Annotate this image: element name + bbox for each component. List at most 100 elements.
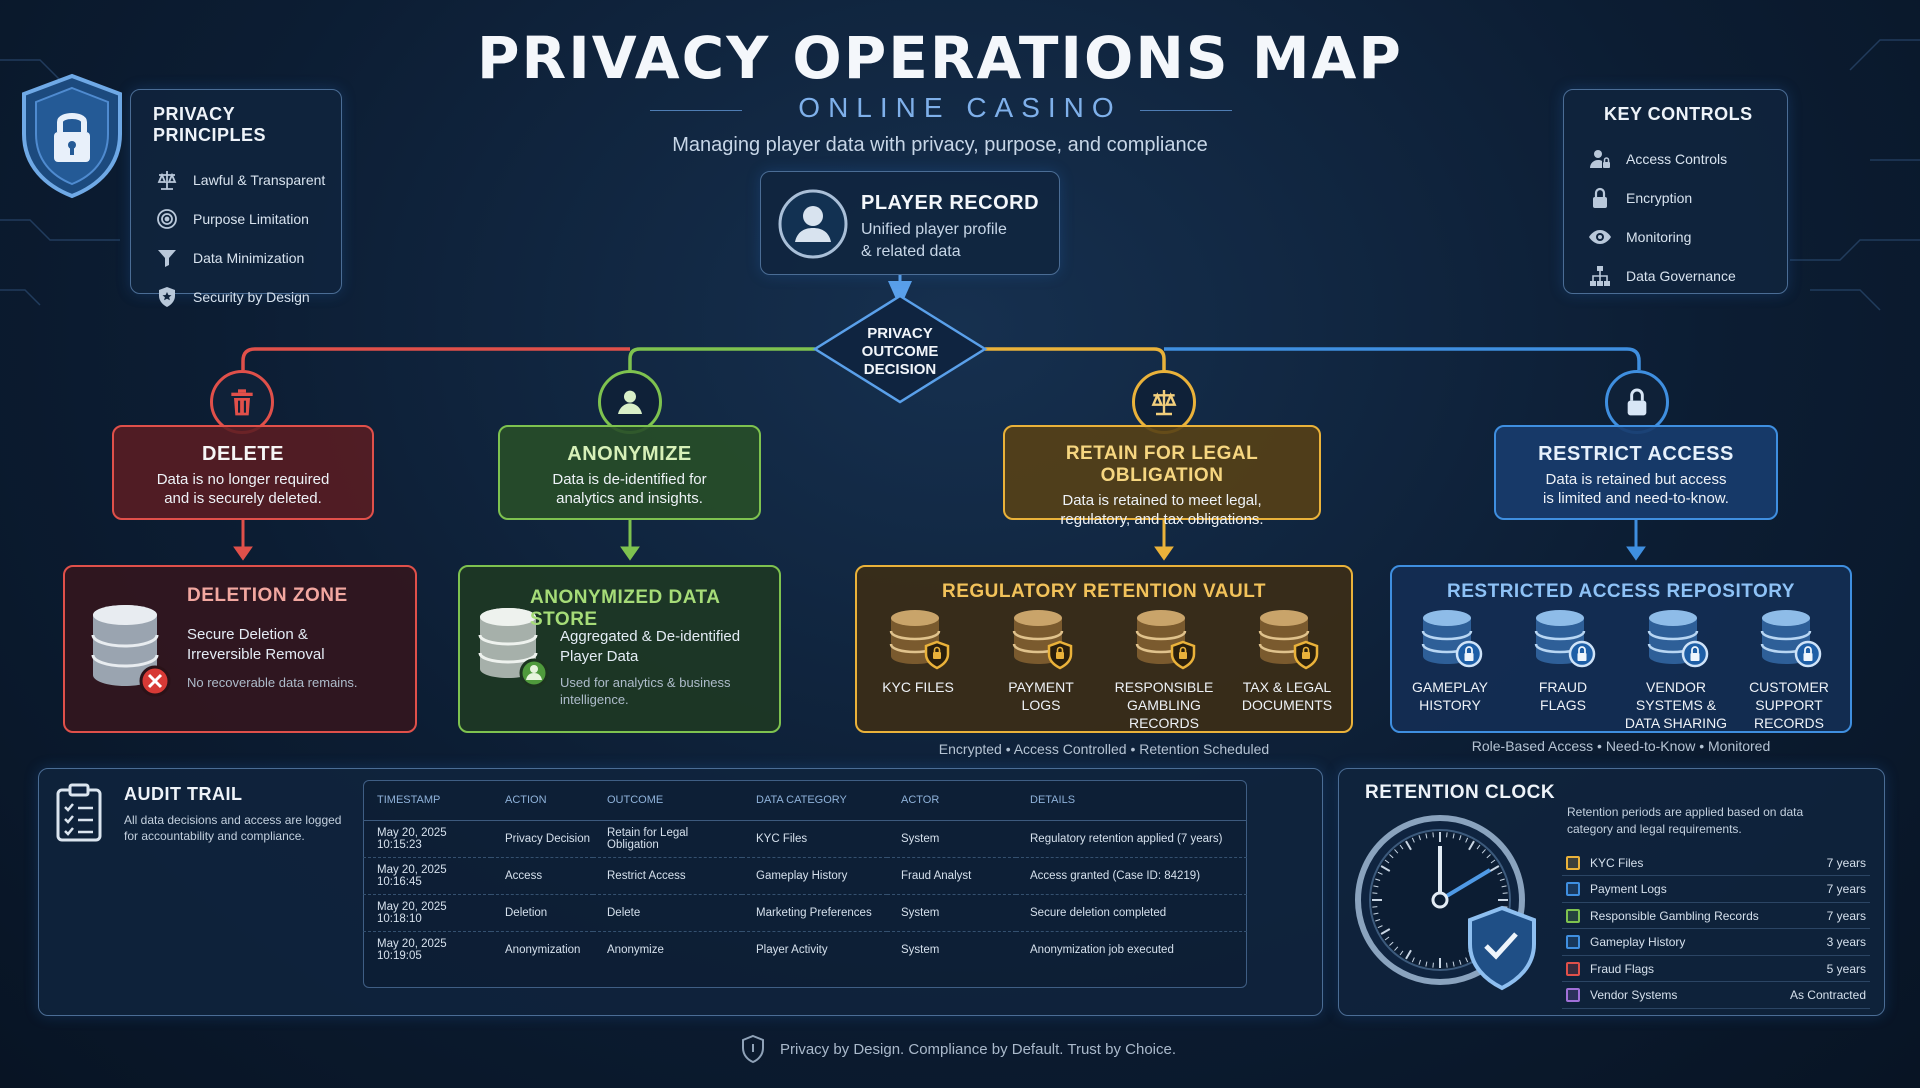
player-record-title: PLAYER RECORD [861, 192, 1040, 214]
column-header: DETAILS [1016, 780, 1247, 821]
database-delete-icon [91, 605, 171, 697]
retention-category: KYC Files [1590, 855, 1644, 870]
table-cell: May 20, 2025 10:15:23 [363, 820, 491, 858]
anonymized-store-line1: Aggregated & De-identified [560, 628, 741, 645]
decision-diamond [812, 294, 988, 404]
table-cell: Anonymize [607, 943, 664, 956]
desc-line: analytics and insights. [556, 490, 703, 507]
table-cell: Fraud Analyst [887, 857, 1016, 895]
control-item: Access Controls [1586, 139, 1787, 178]
outcome-restrict-card[interactable]: RESTRICT ACCESS Data is retained but acc… [1494, 425, 1778, 520]
desc-line: is limited and need-to-know. [1543, 490, 1729, 507]
control-item: Monitoring [1586, 217, 1787, 256]
player-record-line1: Unified player profile [861, 221, 1007, 238]
outcome-retain-title: RETAIN FOR LEGAL OBLIGATION [1065, 443, 1259, 486]
eye-icon [1586, 225, 1614, 249]
database-shield-icon [1135, 610, 1196, 670]
table-cell: Delete [593, 894, 742, 932]
deletion-zone-title: DELETION ZONE [187, 585, 348, 606]
outcome-retain-card[interactable]: RETAIN FOR LEGAL OBLIGATION Data is reta… [1003, 425, 1321, 528]
page-subtitle: ONLINE CASINO [798, 92, 1122, 123]
retention-title: RETENTION CLOCK [1365, 782, 1556, 803]
principle-label: Purpose Limitation [193, 210, 309, 227]
database-user-icon [478, 608, 549, 688]
database-lock-icon [1421, 610, 1483, 668]
shield-icon [742, 1034, 764, 1064]
control-label: Monitoring [1626, 228, 1692, 245]
category-swatch-icon [1566, 935, 1580, 949]
table-cell: System [887, 894, 1016, 932]
user-avatar-icon [778, 189, 848, 259]
table-cell: Privacy Decision [491, 820, 593, 858]
anonymized-store-note2: intelligence. [560, 692, 629, 707]
funnel-icon [153, 246, 181, 270]
principles-title: PRIVACY PRINCIPLES [153, 104, 267, 145]
table-cell: Player Activity [756, 943, 828, 956]
table-cell: Retain for Legal Obligation [593, 820, 742, 858]
lock-icon [1605, 370, 1669, 434]
record-label: KYC FILES [882, 679, 954, 695]
anonymized-data-store[interactable]: ANONYMIZED DATA STORE Aggregated & De-id… [458, 565, 781, 733]
user-lock-icon [1586, 147, 1614, 171]
deletion-zone-store[interactable]: DELETION ZONE Secure Deletion & Irrevers… [63, 565, 417, 733]
table-cell: Marketing Preferences [742, 894, 887, 932]
player-record-card[interactable]: PLAYER RECORD Unified player profile & r… [760, 171, 1060, 275]
principle-label: Security by Design [193, 288, 310, 305]
control-item: Data Governance [1586, 256, 1787, 295]
desc-line: Data is no longer required [156, 471, 330, 488]
retention-period: 3 years [1826, 935, 1866, 949]
table-cell: Anonymization job executed [1030, 943, 1174, 956]
outcome-anonymize-title: ANONYMIZE [567, 443, 692, 465]
column-header: DATA CATEGORY [742, 780, 887, 821]
audit-table: TIMESTAMP ACTION OUTCOME DATA CATEGORY A… [363, 780, 1247, 968]
shield-star-icon [153, 285, 181, 309]
scales-icon [153, 168, 181, 192]
principle-label: Lawful & Transparent [193, 171, 326, 188]
principle-item: Lawful & Transparent [153, 160, 341, 199]
category-swatch-icon [1566, 855, 1580, 870]
column-header: ACTOR [887, 780, 1016, 821]
page-title: PRIVACY OPERATIONS MAP [477, 24, 1403, 92]
footer-tagline: Privacy by Design. Compliance by Default… [780, 1041, 1176, 1058]
principle-item: Security by Design [153, 277, 341, 316]
outcome-delete-desc: Data is no longer required and is securel… [114, 470, 372, 508]
deletion-zone-line2: Irreversible Removal [187, 646, 325, 663]
retention-description: Retention periods are applied based on d… [1567, 805, 1804, 836]
principle-item: Purpose Limitation [153, 199, 341, 238]
decision-line1: PRIVACY [867, 325, 933, 342]
table-cell: Access [491, 857, 593, 895]
database-lock-icon [1534, 610, 1596, 668]
table-cell: Access granted (Case ID: 84219) [1016, 857, 1247, 895]
player-record-line2: & related data [861, 243, 961, 260]
table-cell: Gameplay History [742, 857, 887, 895]
controls-title: KEY CONTROLS [1604, 104, 1753, 124]
clock-shield-icon [1355, 815, 1536, 991]
target-icon [153, 207, 181, 231]
desc-line: and is securely deleted. [164, 490, 322, 507]
person-icon [598, 370, 662, 434]
table-cell: KYC Files [742, 820, 887, 858]
category-swatch-icon [1566, 988, 1580, 1002]
column-header: OUTCOME [593, 780, 742, 821]
vault-title: REGULATORY RETENTION VAULT [941, 581, 1267, 602]
database-shield-icon [1258, 610, 1319, 670]
anonymized-store-line2: Player Data [560, 648, 639, 665]
database-lock-icon [1760, 610, 1822, 668]
subtitle-divider-left [650, 110, 742, 111]
retention-period: As Contracted [1789, 988, 1866, 1002]
